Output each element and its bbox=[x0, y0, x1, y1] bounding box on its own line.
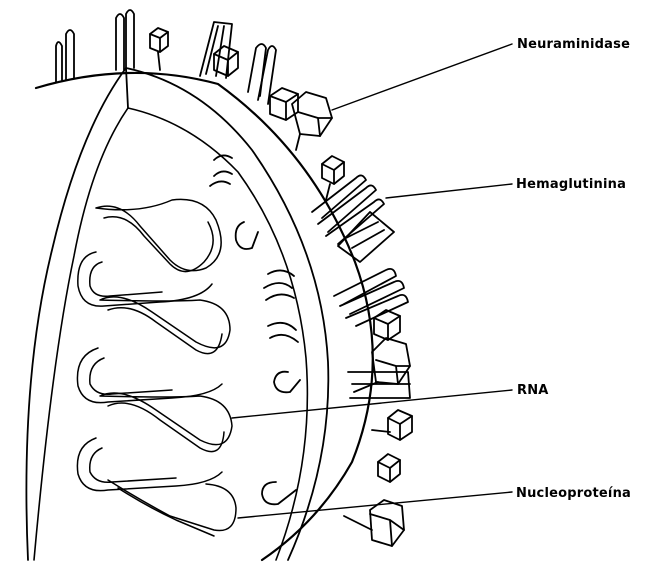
label-neuraminidase: Neuraminidase bbox=[517, 37, 630, 52]
envelope-spikes-top bbox=[56, 10, 276, 104]
hemagglutinin-spikes bbox=[312, 175, 410, 398]
leader-line-neuraminidase bbox=[332, 44, 512, 110]
leader-line-nucleoproteina bbox=[238, 492, 512, 518]
rna-coils bbox=[77, 199, 236, 536]
label-rna: RNA bbox=[517, 383, 549, 398]
leader-line-rna bbox=[232, 390, 512, 418]
label-hemaglutinina: Hemaglutinina bbox=[516, 177, 626, 192]
leader-line-hemaglutinina bbox=[386, 184, 512, 198]
label-nucleoproteina: Nucleoproteína bbox=[516, 486, 631, 501]
viral-envelope bbox=[26, 68, 372, 560]
neuraminidase-spikes bbox=[150, 28, 412, 546]
